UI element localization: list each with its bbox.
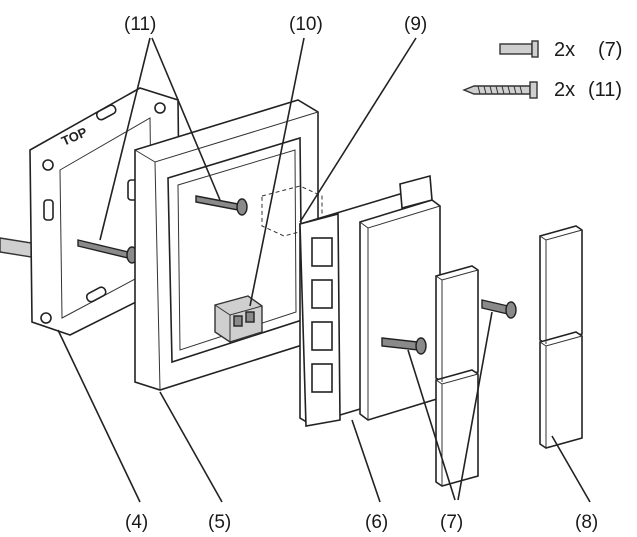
callout-7: (7) (440, 512, 463, 533)
short-screw-right (481, 299, 517, 319)
legend-short-ref: (7) (598, 39, 622, 61)
cover-frame (134, 99, 319, 391)
legend: 2x (7) 2x (11) (462, 39, 622, 101)
leader-lines (57, 37, 591, 503)
callout-5: (5) (208, 512, 231, 533)
legend-long-ref: (11) (588, 79, 622, 101)
connector-block (214, 295, 263, 343)
short-screw-left (381, 337, 427, 355)
legend-short-qty: 2x (554, 39, 575, 61)
rocker-buttons-small (435, 265, 479, 487)
callout-4: (4) (125, 512, 148, 533)
callout-11: (11) (124, 14, 156, 35)
rocker-module (299, 174, 441, 427)
short-screw-legend-icon (499, 40, 539, 58)
callout-8: (8) (575, 512, 598, 533)
callout-10: (10) (289, 14, 323, 35)
rocker-cover-large (539, 225, 583, 449)
long-screw-upper (195, 195, 248, 216)
long-screw-legend-icon (462, 81, 538, 99)
callout-9: (9) (404, 14, 427, 35)
legend-long-qty: 2x (554, 79, 575, 101)
callout-6: (6) (365, 512, 388, 533)
